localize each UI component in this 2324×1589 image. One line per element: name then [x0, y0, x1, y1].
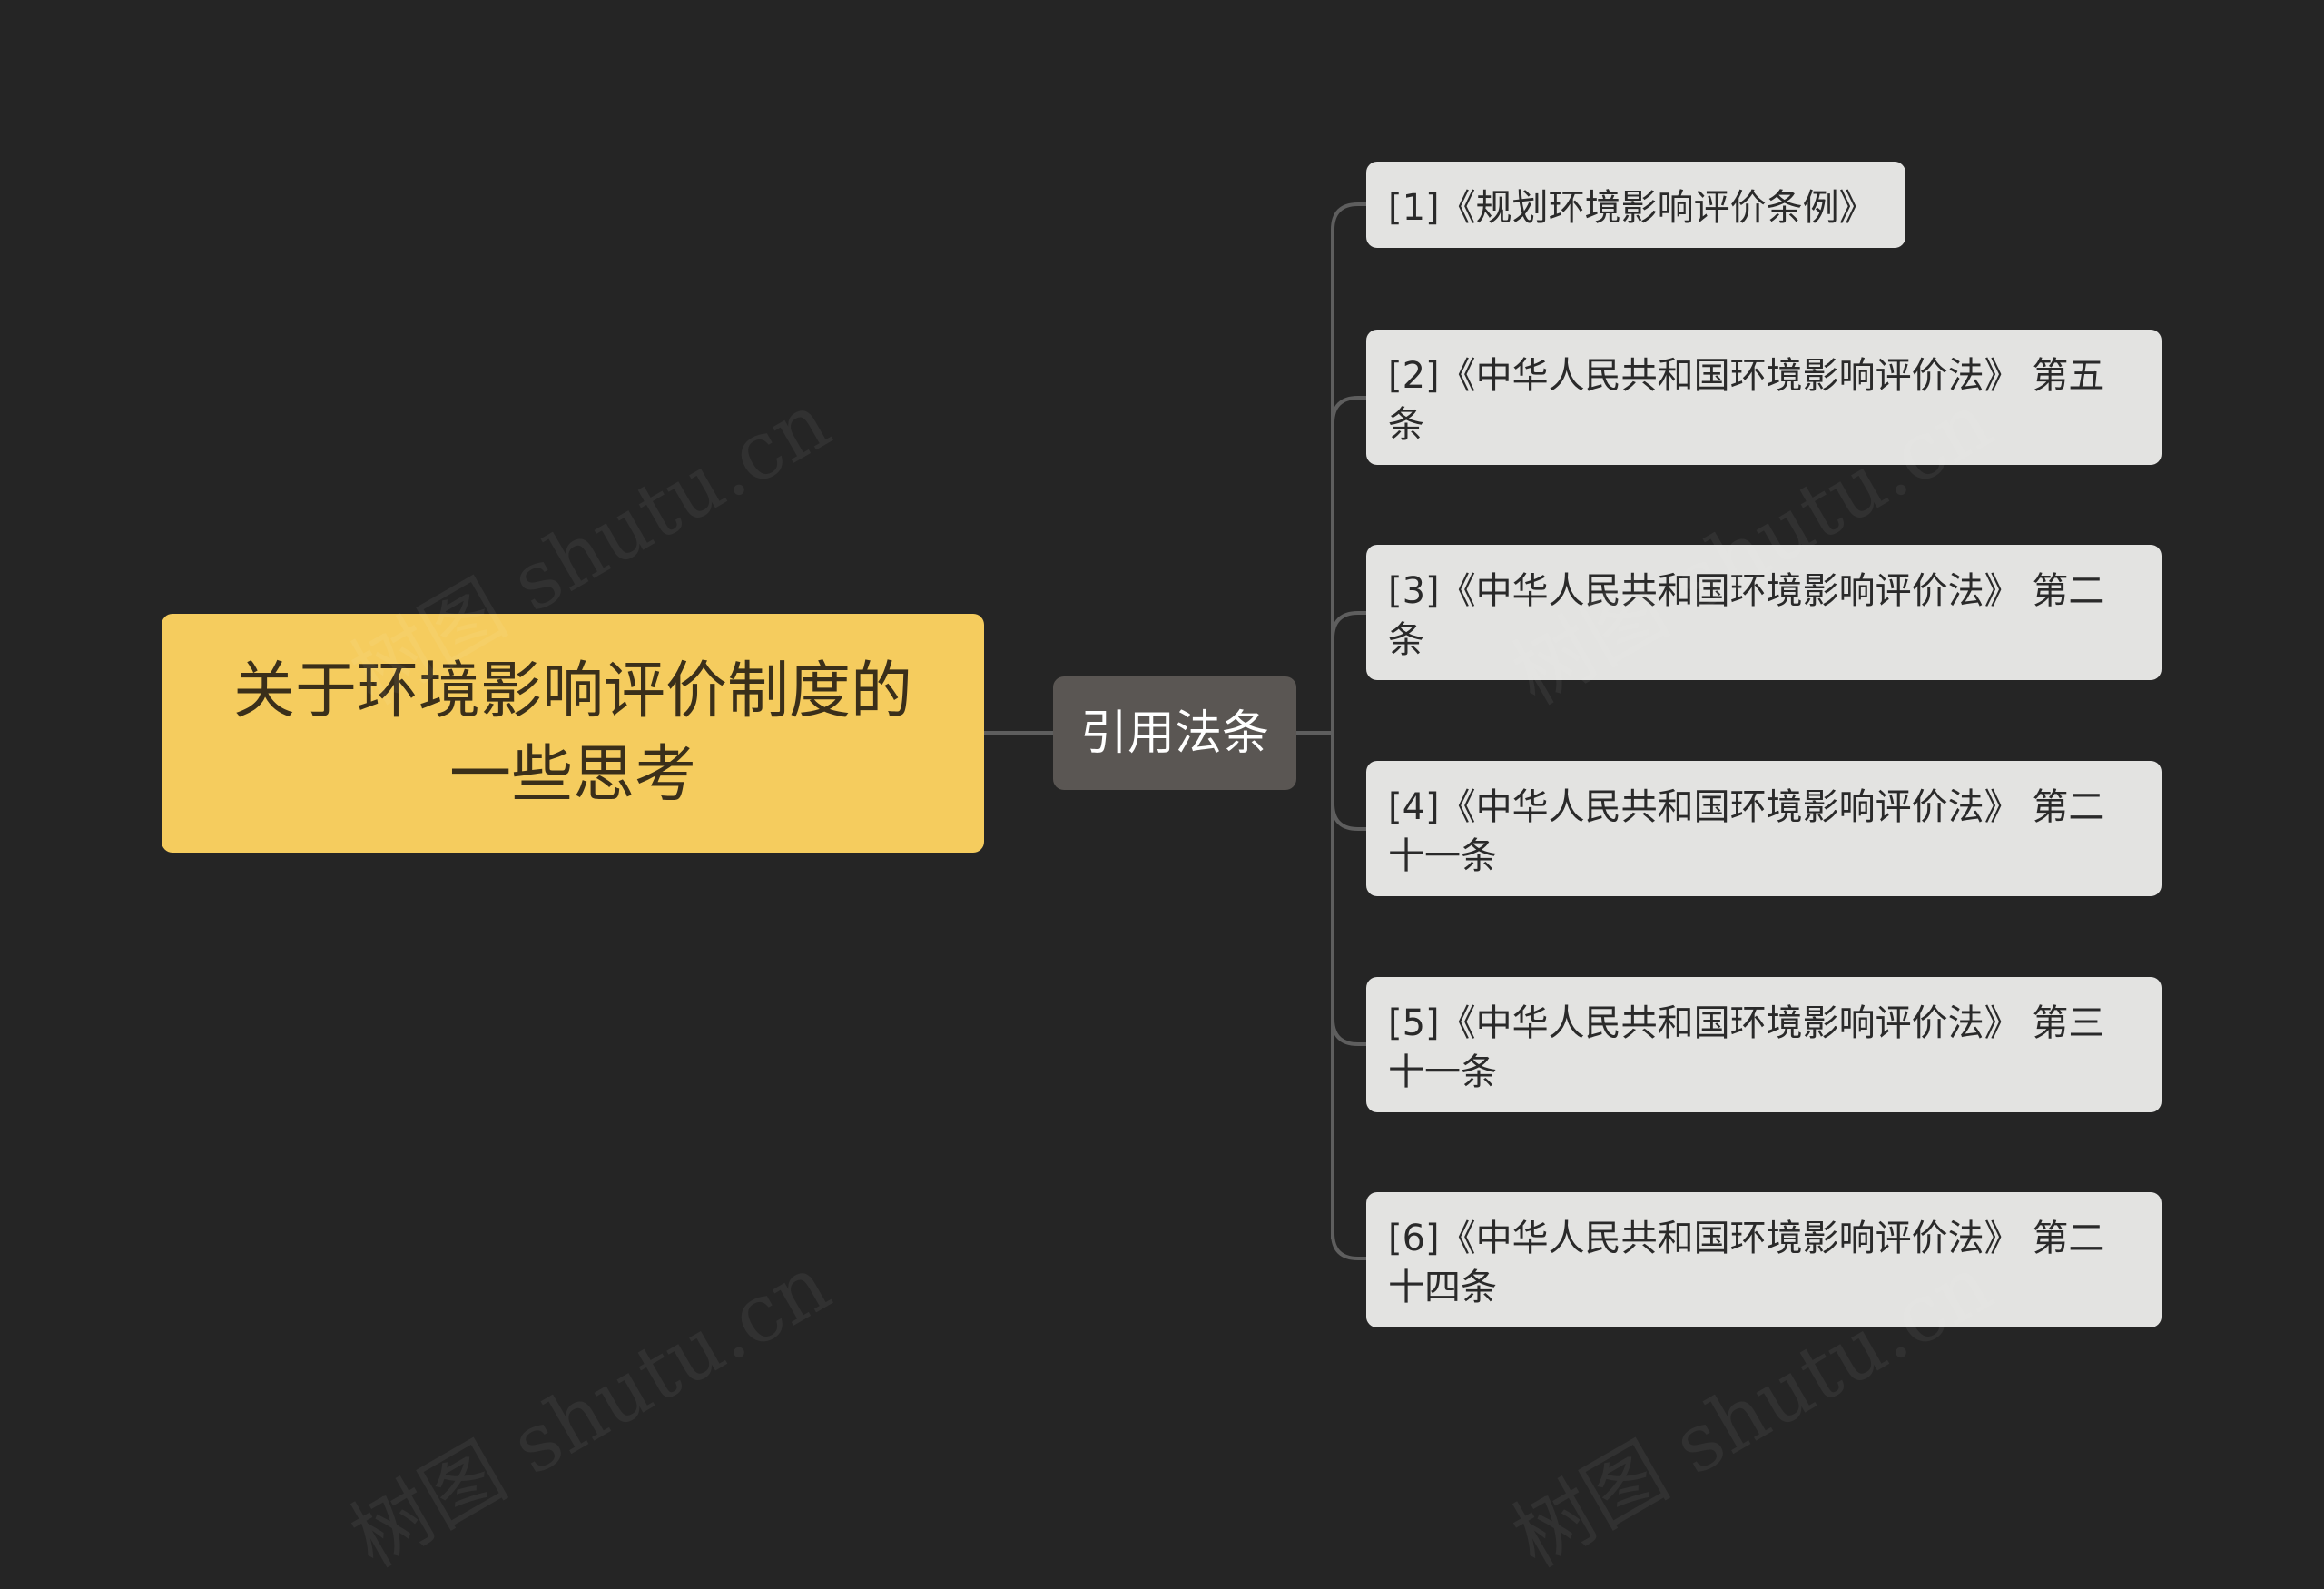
branch-node-label: 引用法条: [1079, 706, 1269, 761]
leaf-node-label: [6]《中华人民共和国环境影响评价法》 第二十四条: [1388, 1218, 2105, 1308]
leaf-node-label: [5]《中华人民共和国环境影响评价法》 第三十一条: [1388, 1002, 2105, 1093]
leaf-node-label: [2]《中华人民共和国环境影响评价法》 第五条: [1388, 355, 2105, 446]
connector-leaf-5: [1331, 1018, 1366, 1046]
connector-leaf-6: [1331, 1232, 1366, 1260]
leaf-node-2[interactable]: [2]《中华人民共和国环境影响评价法》 第五条: [1366, 330, 2162, 465]
connector-leaf-2: [1331, 396, 1366, 424]
leaf-node-5[interactable]: [5]《中华人民共和国环境影响评价法》 第三十一条: [1366, 977, 2162, 1112]
leaf-node-3[interactable]: [3]《中华人民共和国环境影响评价法》 第二条: [1366, 545, 2162, 680]
leaf-node-label: [1]《规划环境影响评价条例》: [1388, 187, 1876, 229]
connector-leaf-1: [1331, 202, 1366, 231]
leaf-node-4[interactable]: [4]《中华人民共和国环境影响评价法》 第二十一条: [1366, 761, 2162, 896]
leaf-node-6[interactable]: [6]《中华人民共和国环境影响评价法》 第二十四条: [1366, 1192, 2162, 1327]
root-node[interactable]: 关于环境影响评价制度的一些思考: [162, 614, 984, 853]
mindmap-canvas: 关于环境影响评价制度的一些思考 引用法条 [1]《规划环境影响评价条例》 [2]…: [162, 162, 2162, 1585]
leaf-node-label: [4]《中华人民共和国环境影响评价法》 第二十一条: [1388, 786, 2105, 877]
leaf-node-1[interactable]: [1]《规划环境影响评价条例》: [1366, 162, 1905, 248]
leaf-node-label: [3]《中华人民共和国环境影响评价法》 第二条: [1388, 570, 2105, 661]
connector-lines: [984, 202, 1366, 1260]
root-node-label: 关于环境影响评价制度的一些思考: [232, 655, 912, 811]
branch-node-cited-laws[interactable]: 引用法条: [1053, 676, 1296, 790]
connector-leaf-3: [1331, 611, 1366, 639]
connector-leaf-4: [1331, 803, 1366, 831]
